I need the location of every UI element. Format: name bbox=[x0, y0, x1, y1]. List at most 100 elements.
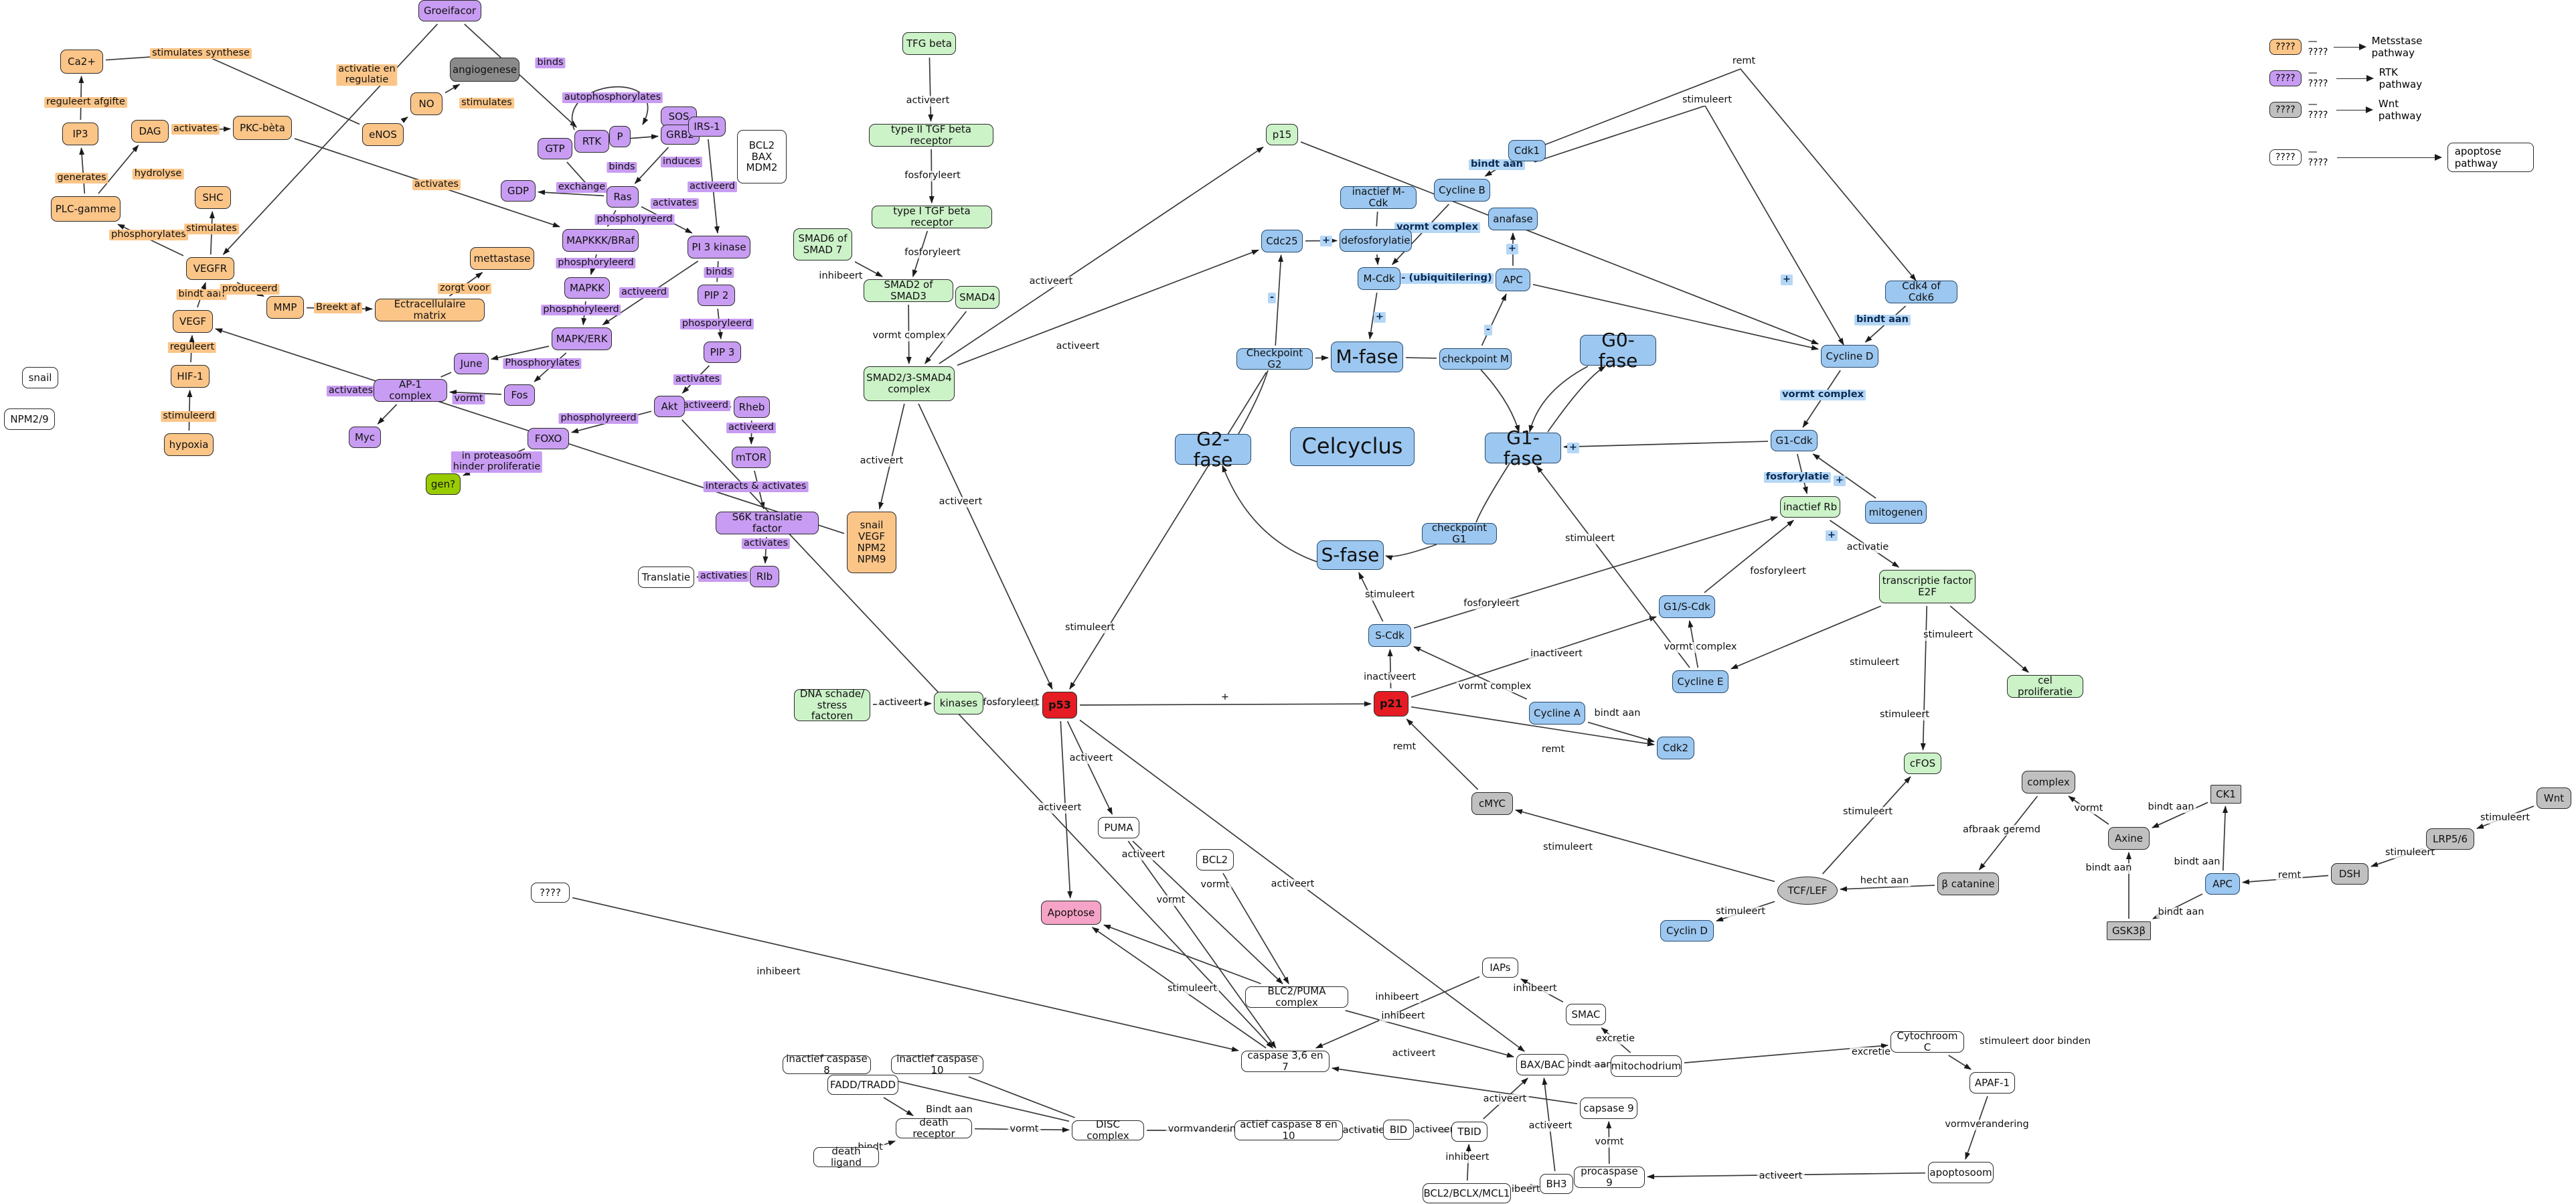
node-mfase[interactable]: M-fase bbox=[1331, 342, 1403, 372]
node-g1cdk[interactable]: G1-Cdk bbox=[1771, 430, 1818, 451]
node-kinases[interactable]: kinases bbox=[934, 692, 983, 714]
node-cdk2[interactable]: Cdk2 bbox=[1657, 737, 1694, 759]
node-mapkkk[interactable]: MAPKKK/BRaf bbox=[562, 229, 639, 252]
node-dag[interactable]: DAG bbox=[131, 120, 169, 143]
node-g1fase[interactable]: G1-fase bbox=[1485, 427, 1561, 469]
node-cdc25[interactable]: Cdc25 bbox=[1261, 230, 1303, 252]
node-p21[interactable]: p21 bbox=[1374, 691, 1408, 717]
node-hypoxia[interactable]: hypoxia bbox=[164, 433, 214, 456]
node-blc2puma[interactable]: BLC2/PUMA complex bbox=[1245, 986, 1348, 1008]
node-enos[interactable]: eNOS bbox=[362, 123, 404, 146]
node-gen[interactable]: gen? bbox=[426, 473, 461, 495]
node-inact10[interactable]: inactief caspase 10 bbox=[891, 1053, 983, 1075]
node-lrp56[interactable]: LRP5/6 bbox=[2426, 828, 2474, 850]
node-dsh[interactable]: DSH bbox=[2331, 863, 2368, 885]
node-gsk3b[interactable]: GSK3β bbox=[2107, 921, 2151, 940]
node-ck1[interactable]: CK1 bbox=[2210, 785, 2241, 804]
node-cfos[interactable]: cFOS bbox=[1904, 753, 1941, 774]
node-pi3k[interactable]: PI 3 kinase bbox=[688, 236, 750, 258]
node-apaf1[interactable]: APAF-1 bbox=[1969, 1072, 2015, 1094]
node-apcb[interactable]: APC bbox=[1496, 269, 1530, 291]
node-snailw[interactable]: snail bbox=[22, 367, 58, 388]
node-inactmcdk[interactable]: inactief M-Cdk bbox=[1340, 186, 1417, 209]
node-fos[interactable]: Fos bbox=[504, 384, 535, 406]
node-no[interactable]: NO bbox=[410, 92, 442, 115]
node-pip2[interactable]: PIP 2 bbox=[698, 285, 735, 306]
node-inactrb[interactable]: inactief Rb bbox=[1780, 496, 1840, 518]
node-mapkerk[interactable]: MAPK/ERK bbox=[552, 327, 612, 350]
node-checkg2[interactable]: Checkpoint G2 bbox=[1236, 348, 1313, 370]
node-cyclined[interactable]: Cycline D bbox=[1821, 345, 1878, 368]
node-bcl2[interactable]: BCL2 bbox=[1196, 849, 1234, 871]
node-translatie[interactable]: Translatie bbox=[638, 567, 694, 588]
node-ca2[interactable]: Ca2+ bbox=[60, 50, 103, 74]
node-cmyc[interactable]: cMYC bbox=[1471, 792, 1513, 815]
node-cyclinea[interactable]: Cycline A bbox=[1529, 702, 1585, 725]
node-groeifacor[interactable]: Groeifacor bbox=[418, 0, 481, 21]
node-pnode[interactable]: P bbox=[609, 126, 631, 147]
node-e2f[interactable]: transcriptie factor E2F bbox=[1879, 570, 1976, 603]
node-bax[interactable]: BAX/BAC bbox=[1516, 1054, 1568, 1075]
node-june[interactable]: June bbox=[454, 353, 489, 374]
node-mitogenen[interactable]: mitogenen bbox=[1865, 501, 1927, 524]
node-deathlig[interactable]: death ligand bbox=[813, 1146, 879, 1168]
node-smad23[interactable]: SMAD2 of SMAD3 bbox=[864, 279, 953, 302]
node-anafase[interactable]: anafase bbox=[1488, 208, 1538, 230]
node-angiogenese[interactable]: angiogenese bbox=[450, 58, 519, 82]
node-disccomplex[interactable]: DISC complex bbox=[1072, 1119, 1144, 1141]
node-snailbox[interactable]: snail VEGF NPM2 NPM9 bbox=[847, 512, 896, 573]
node-caspase367[interactable]: caspase 3,6 en 7 bbox=[1241, 1050, 1330, 1072]
node-foxo[interactable]: FOXO bbox=[528, 428, 569, 449]
node-tcflef[interactable]: TCF/LEF bbox=[1777, 877, 1838, 905]
node-s6k[interactable]: S6K translatie factor bbox=[716, 512, 819, 534]
node-ap1[interactable]: AP-1 complex bbox=[374, 379, 447, 402]
node-bh3[interactable]: BH3 bbox=[1540, 1174, 1573, 1194]
node-g0fase[interactable]: G0-fase bbox=[1580, 329, 1656, 371]
node-checkm[interactable]: checkpoint M bbox=[1439, 348, 1512, 370]
node-cytc[interactable]: Cytochroom C bbox=[1890, 1031, 1964, 1053]
node-shc[interactable]: SHC bbox=[195, 186, 231, 209]
node-pip3[interactable]: PIP 3 bbox=[704, 342, 741, 363]
node-apoptose[interactable]: Apoptose bbox=[1041, 901, 1101, 925]
node-smac[interactable]: SMAC bbox=[1566, 1004, 1606, 1025]
node-sfase[interactable]: S-fase bbox=[1317, 540, 1384, 570]
node-inact8[interactable]: inactief caspase 8 bbox=[783, 1053, 871, 1075]
node-rib[interactable]: RIb bbox=[750, 566, 779, 587]
node-smadcomplex[interactable]: SMAD2/3-SMAD4 complex bbox=[864, 366, 955, 401]
node-vegfr[interactable]: VEGFR bbox=[186, 257, 234, 280]
node-p15[interactable]: p15 bbox=[1266, 124, 1298, 145]
node-wnt[interactable]: Wnt bbox=[2537, 787, 2571, 809]
node-cdk1[interactable]: Cdk1 bbox=[1508, 140, 1546, 161]
node-ras[interactable]: Ras bbox=[607, 186, 639, 208]
node-apoptosoom[interactable]: apoptosoom bbox=[1928, 1162, 1994, 1183]
node-deathrec[interactable]: death receptor bbox=[896, 1117, 972, 1139]
node-smad4[interactable]: SMAD4 bbox=[955, 286, 999, 309]
node-checkg1[interactable]: checkpoint G1 bbox=[1422, 522, 1497, 544]
node-celcyclus[interactable]: Celcyclus bbox=[1290, 427, 1415, 466]
node-actief810[interactable]: actief caspase 8 en 10 bbox=[1234, 1119, 1343, 1141]
node-rheb[interactable]: Rheb bbox=[734, 396, 770, 418]
node-bid[interactable]: BID bbox=[1383, 1120, 1414, 1140]
node-gdp[interactable]: GDP bbox=[501, 180, 536, 202]
node-scdk[interactable]: S-Cdk bbox=[1368, 624, 1411, 647]
node-bcatanine[interactable]: β catanine bbox=[1937, 873, 1999, 895]
node-mmp[interactable]: MMP bbox=[266, 296, 304, 319]
node-cyclind2[interactable]: Cyclin D bbox=[1660, 920, 1714, 942]
node-rtk[interactable]: RTK bbox=[574, 130, 609, 153]
node-irs1[interactable]: IRS-1 bbox=[688, 117, 726, 137]
node-mcdk[interactable]: M-Cdk bbox=[1358, 267, 1400, 290]
node-cdk4[interactable]: Cdk4 of Cdk6 bbox=[1885, 281, 1957, 303]
node-mtor[interactable]: mTOR bbox=[732, 447, 771, 468]
node-complexw[interactable]: complex bbox=[2022, 771, 2075, 794]
node-hif1[interactable]: HIF-1 bbox=[171, 365, 210, 388]
node-faddtradd[interactable]: FADD/TRADD bbox=[827, 1075, 898, 1095]
node-iaps[interactable]: IAPs bbox=[1482, 958, 1518, 978]
node-axine[interactable]: Axine bbox=[2108, 827, 2150, 850]
node-procasp9[interactable]: procaspase 9 bbox=[1574, 1166, 1645, 1188]
node-cyclineb[interactable]: Cycline B bbox=[1434, 179, 1490, 202]
node-apcw[interactable]: APC bbox=[2205, 873, 2240, 895]
node-p53[interactable]: p53 bbox=[1042, 692, 1077, 719]
node-capsase9[interactable]: capsase 9 bbox=[1580, 1098, 1637, 1119]
node-defosf[interactable]: defosforylatie bbox=[1340, 229, 1412, 252]
node-gtp[interactable]: GTP bbox=[538, 138, 572, 159]
